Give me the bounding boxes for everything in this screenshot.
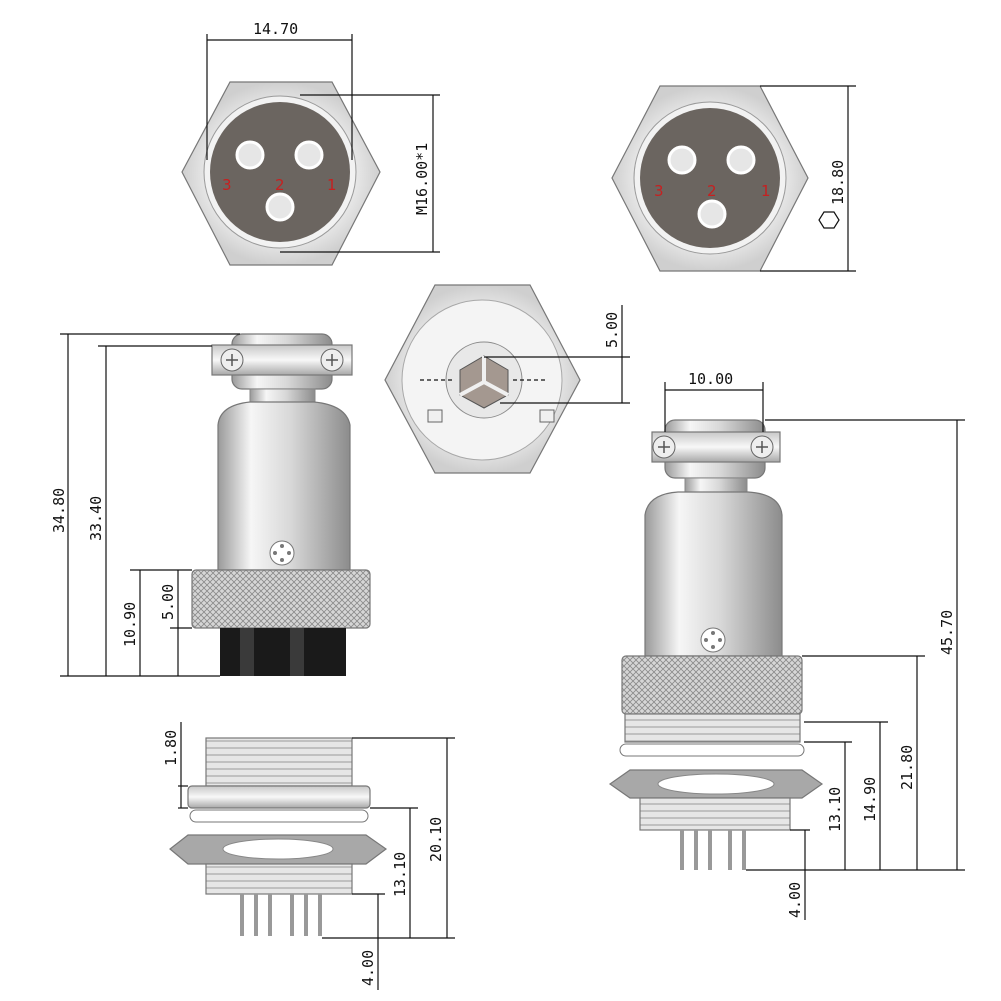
socket-solder-pin: [304, 894, 308, 936]
assembled-side-right: 10.00 45.70 21.80 14.90 13.10 4.00: [608, 370, 965, 920]
plug-knurled-nut: [191, 569, 371, 629]
plug-black-base: [220, 628, 346, 676]
assembled-washer: [619, 743, 805, 757]
socket-solder-pin: [240, 894, 244, 936]
front-view-right: 3 2 1 18.80: [611, 85, 856, 272]
dim-label-pin-length: 4.00: [359, 950, 377, 986]
front-view-left: 3 2 1 14.70 M16.00*1: [181, 20, 440, 266]
front-left-pin-label-3: 3: [222, 176, 232, 194]
dim-label-total-length: 45.70: [938, 610, 956, 655]
vent-hole-icon: [269, 540, 295, 566]
socket-solder-pin: [254, 894, 258, 936]
socket-washer: [189, 809, 369, 823]
dim-label-hex: 18.80: [829, 160, 847, 205]
front-left-pin-label-2: 2: [275, 176, 285, 194]
dim-label-thread: M16.00*1: [413, 143, 431, 215]
hex-symbol-icon: [818, 211, 840, 229]
assembled-solder-pin: [694, 830, 698, 870]
dim-label-pin-length: 4.00: [786, 882, 804, 918]
dim-label-socket-length: 20.10: [427, 817, 445, 862]
front-right-insert: [640, 108, 780, 248]
dim-label-nut-to-end: 10.90: [121, 602, 139, 647]
socket-solder-pin: [318, 894, 322, 936]
assembled-solder-pin: [728, 830, 732, 870]
back-key-slot: [539, 409, 555, 423]
dim-label-cap-width: 10.00: [688, 370, 733, 388]
assembled-knurled-nut: [621, 655, 803, 715]
dim-label-nut-to-end: 21.80: [898, 745, 916, 790]
back-key-slot: [427, 409, 443, 423]
front-left-pin-contact: [235, 140, 265, 170]
dim-label-nut-width: 5.00: [159, 584, 177, 620]
socket-threaded-body: [205, 737, 353, 787]
front-left-pin-contact: [265, 192, 295, 222]
front-right-pin-contact: [726, 145, 756, 175]
assembled-solder-pin: [742, 830, 746, 870]
front-right-pin-contact: [667, 145, 697, 175]
front-left-pin-contact: [294, 140, 324, 170]
back-view-center: 5.00: [384, 284, 630, 474]
front-left-insert: [210, 102, 350, 242]
vent-hole-icon: [700, 627, 726, 653]
dim-label-width: 14.70: [253, 20, 298, 38]
front-right-pin-label-2: 2: [707, 182, 717, 200]
front-right-pin-contact: [697, 199, 727, 229]
socket-solder-pin: [268, 894, 272, 936]
dim-label-body-length: 33.40: [87, 496, 105, 541]
assembled-rear-body: [639, 797, 791, 831]
assembled-thread-ring: [624, 713, 801, 743]
socket-side-left: 1.80 20.10 13.10 4.00: [162, 722, 455, 990]
socket-flange: [187, 785, 371, 809]
dim-label-rear-length: 13.10: [391, 852, 409, 897]
dim-label-depth: 5.00: [603, 312, 621, 348]
dim-label-total-length: 34.80: [50, 488, 68, 533]
socket-rear-body: [205, 863, 353, 895]
front-left-pin-label-1: 1: [327, 176, 337, 194]
assembled-body: [644, 491, 783, 657]
plug-side-left: 34.80 33.40 10.90 5.00: [50, 333, 371, 677]
plug-body: [217, 401, 351, 571]
front-right-pin-label-3: 3: [654, 182, 664, 200]
assembled-solder-pin: [708, 830, 712, 870]
front-right-pin-label-1: 1: [761, 182, 771, 200]
socket-solder-pin: [290, 894, 294, 936]
dim-label-flange: 1.80: [162, 730, 180, 766]
dim-label-rear-length: 13.10: [826, 787, 844, 832]
assembled-solder-pin: [680, 830, 684, 870]
dim-label-ring-to-end: 14.90: [861, 777, 879, 822]
